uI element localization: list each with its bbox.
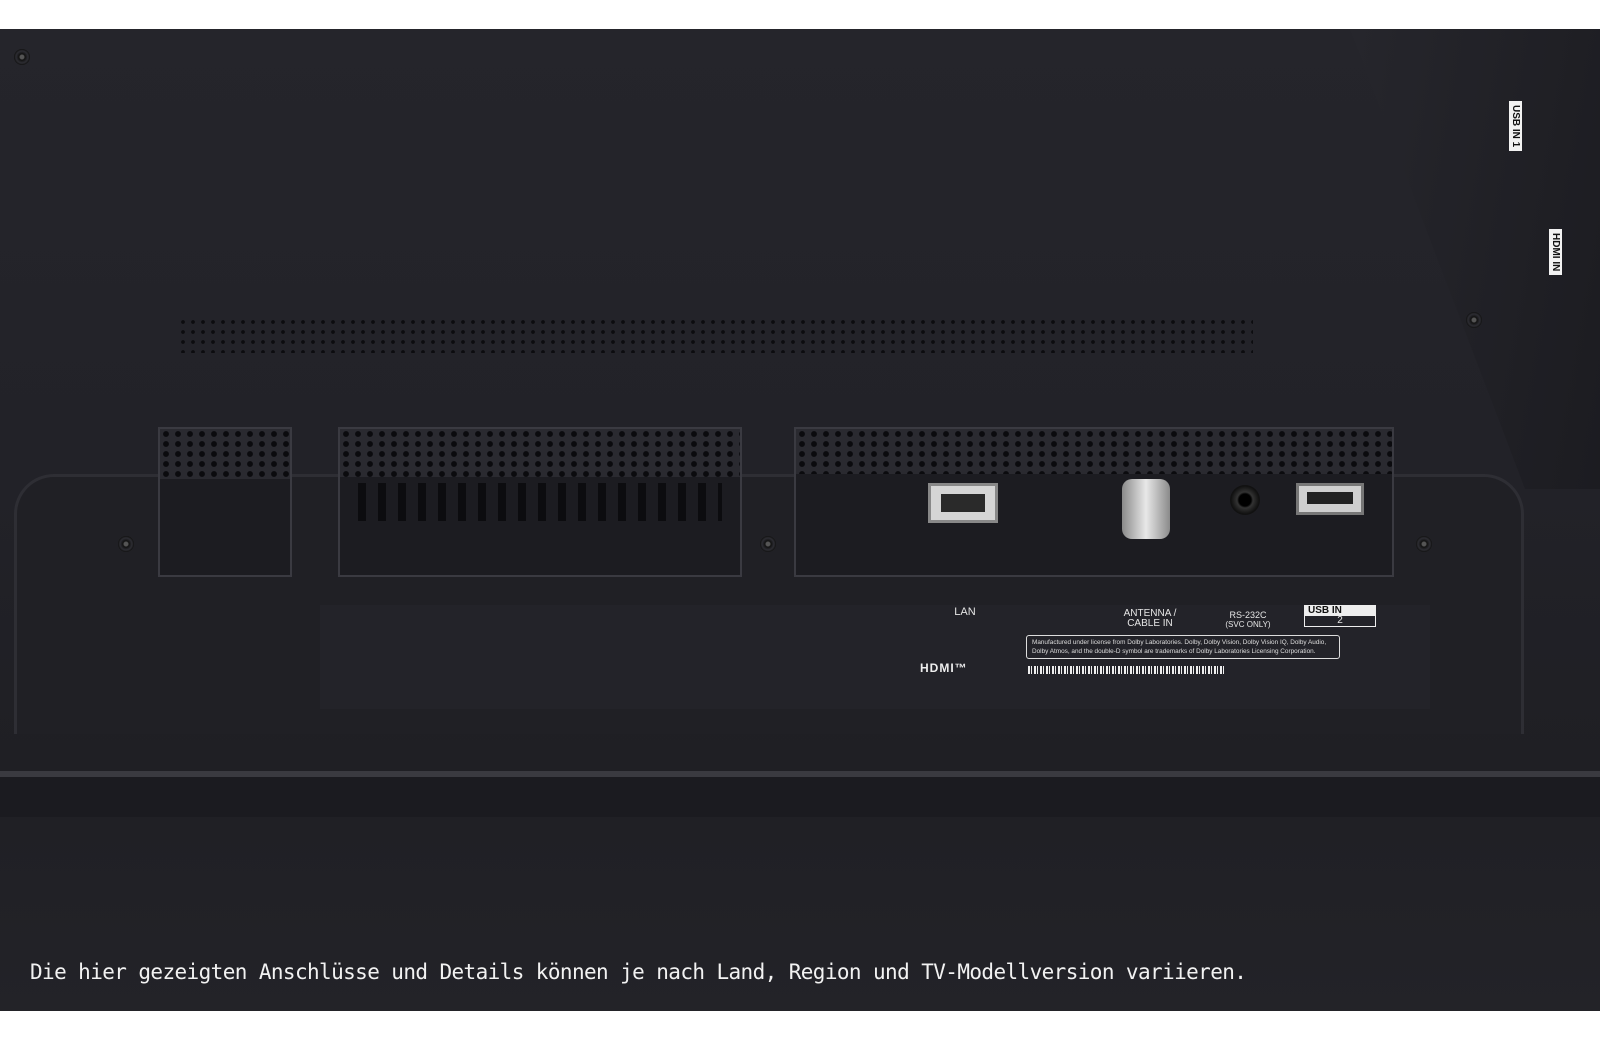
- antenna-label-2: CABLE IN: [1127, 618, 1173, 629]
- lan-label: LAN: [954, 606, 976, 618]
- screw-icon: [1466, 312, 1482, 328]
- rs232c-note: (SVC ONLY): [1225, 620, 1271, 629]
- usb-label: USB IN: [1305, 606, 1375, 616]
- panel-edge: [0, 771, 1600, 777]
- label-strip: [320, 605, 1430, 709]
- small-cover: [158, 427, 292, 577]
- antenna-label: ANTENNA /: [1123, 608, 1177, 619]
- antenna-port[interactable]: [1122, 479, 1170, 539]
- side-hdmi-label: HDMI IN: [1549, 229, 1562, 276]
- dolby-legal-notice: Manufactured under license from Dolby La…: [1026, 635, 1340, 659]
- side-usb-label: USB IN 1: [1509, 101, 1522, 152]
- vent-cover: [338, 427, 742, 577]
- side-rail: [1350, 29, 1600, 489]
- screw-icon: [14, 49, 30, 65]
- tv-back-panel-photo: USB IN 1 HDMI IN LAN ANTENNA / CABLE IN …: [0, 29, 1600, 1011]
- screw-icon: [118, 536, 134, 552]
- lan-port[interactable]: [928, 483, 998, 523]
- usb-port[interactable]: [1296, 483, 1364, 515]
- usb-number: 2: [1337, 615, 1343, 626]
- screw-icon: [760, 536, 776, 552]
- disclaimer-caption: Die hier gezeigten Anschlüsse und Detail…: [30, 960, 1247, 984]
- port-cover: [794, 427, 1394, 577]
- screw-icon: [1416, 536, 1432, 552]
- panel-bottom: [0, 777, 1600, 817]
- rs232c-label: RS-232C: [1229, 610, 1267, 620]
- barcode: [1028, 666, 1224, 674]
- vent-holes: [178, 317, 1253, 353]
- usb-label-box: USB IN 2: [1304, 605, 1376, 627]
- rs232c-port[interactable]: [1230, 485, 1260, 515]
- hdmi-logo: HDMI™: [920, 661, 968, 675]
